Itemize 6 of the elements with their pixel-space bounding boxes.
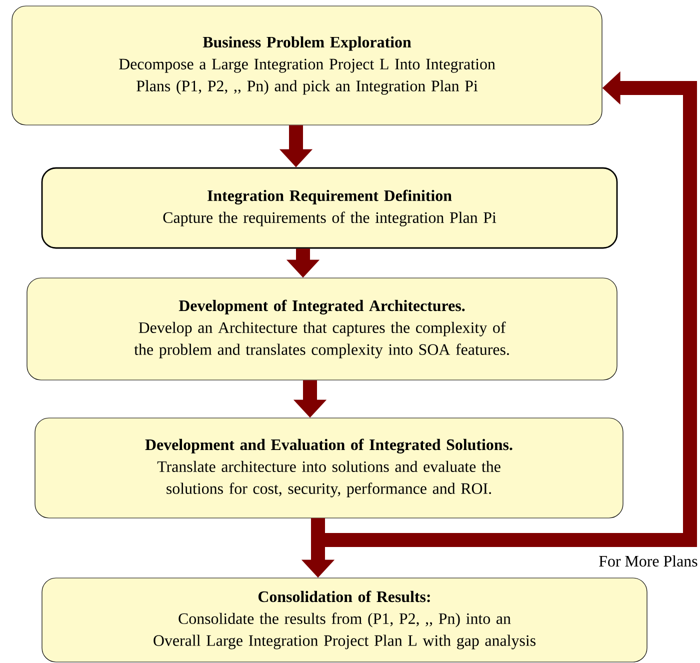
process-box: Development of Integrated Architectures. Develop an Architecture that captures the complexity of the problem and translates complexity into SOA features. (26, 278, 618, 380)
process-box: Integration Requirement Definition Capture the requirements of the integration Plan Pi (41, 167, 618, 249)
process-box: Consolidation of Results: Consolidate the results from (P1, P2, ,, Pn) into an Overall Large Integration Project Plan L with gap analysis (42, 578, 648, 662)
process-box: Business Problem Exploration Decompose a Large Integration Project L Into Integration Plans (P1, P2, ,, Pn) and pick an Integration Plan Pi (12, 6, 602, 126)
edge-label: For More Plans (599, 555, 698, 567)
process-box: Development and Evaluation of Integrated Solutions. Translate architecture into solutions and evaluate the solutions for cost, security, performance and ROI. (34, 418, 624, 518)
